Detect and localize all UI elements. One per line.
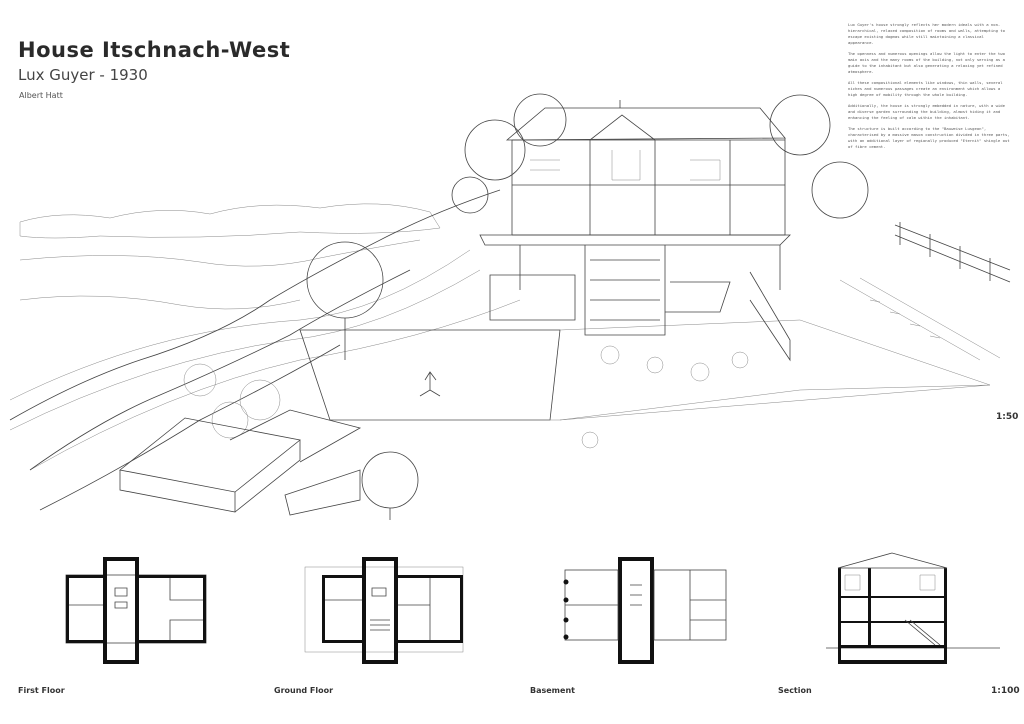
plan-first-floor	[65, 557, 207, 664]
description-paragraph: Additionally, the house is strongly embe…	[848, 103, 1005, 120]
section-drawing	[826, 552, 1000, 664]
garden-path	[839, 277, 1001, 361]
house-cutaway	[479, 100, 791, 362]
description-text-block: Lux Guyer's house strongly reflects her …	[848, 22, 1010, 155]
figure	[419, 371, 441, 397]
author-name: Albert Hatt	[19, 91, 63, 100]
scale-label-perspective: 1:50	[996, 412, 1019, 422]
scale-label-plans: 1:100	[991, 686, 1020, 696]
label-first-floor: First Floor	[18, 686, 65, 695]
road	[9, 189, 501, 421]
drawing-title: House Itschnach-West	[18, 38, 291, 62]
label-ground-floor: Ground Floor	[274, 686, 334, 695]
label-basement: Basement	[530, 686, 575, 695]
plan-basement	[563, 557, 727, 664]
description-paragraph: Lux Guyer's house strongly reflects her …	[848, 22, 1005, 45]
label-section: Section	[778, 686, 812, 695]
distant-hills	[19, 203, 441, 239]
fence	[894, 222, 1011, 283]
terrain-lines	[9, 249, 471, 401]
description-paragraph: All these compositional elements like wi…	[848, 80, 1003, 97]
drawing-subtitle: Lux Guyer - 1930	[18, 66, 148, 84]
trees	[183, 93, 869, 520]
plan-ground-floor	[304, 557, 464, 664]
description-paragraph: The openness and numerous openings allow…	[848, 51, 1005, 74]
description-paragraph: The structure is built according to the …	[848, 126, 1010, 149]
garage-building	[119, 409, 362, 516]
